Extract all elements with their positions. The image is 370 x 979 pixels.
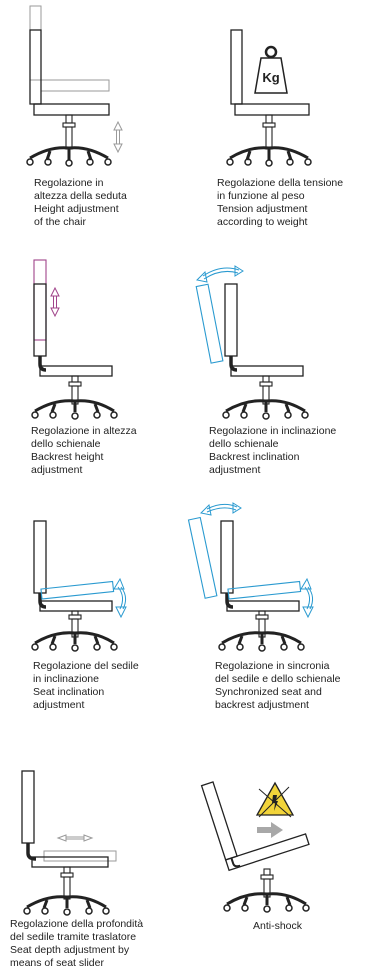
- backrest-inclination-diagram: Regolazione in inclinazione dello schien…: [185, 250, 370, 495]
- backrest-height-diagram: Regolazione in altezza dello schienale B…: [0, 250, 185, 495]
- caption-line: Tension adjustment: [217, 203, 308, 215]
- chair-seat-depth-icon: [21, 770, 117, 916]
- caption-line: adjustment: [31, 464, 83, 476]
- caption-line: Regolazione del sedile: [33, 660, 139, 672]
- caption-line: dello schienale: [209, 438, 279, 450]
- sync-backrest-arrow-icon: [199, 502, 242, 516]
- caption-line: Seat inclination: [33, 686, 105, 698]
- caption-line: del sedile tramite traslatore: [10, 931, 137, 943]
- backrest-incl-arrow-icon: [195, 265, 244, 283]
- chair-anti-shock-icon: [200, 781, 310, 913]
- weight-label: Kg: [262, 70, 279, 85]
- caption-line: in funzione al peso: [217, 190, 305, 202]
- caption-line: Regolazione in sincronia: [215, 660, 330, 672]
- caption-line: Regolazione della tensione: [217, 177, 344, 189]
- chair-tension-icon: Kg: [226, 29, 312, 167]
- caption-line: adjustment: [209, 464, 261, 476]
- caption-line: altezza della seduta: [34, 190, 127, 202]
- caption-line: Synchronized seat and: [215, 686, 322, 698]
- chair-height-icon: [26, 5, 123, 167]
- chair-backrest-height-icon: [31, 259, 118, 420]
- impact-arrow-icon: [257, 822, 283, 838]
- seat-depth-diagram: Regolazione della profondità del sedile …: [0, 765, 185, 979]
- caption-line: dello schienale: [31, 438, 101, 450]
- caption-line: Regolazione in: [34, 177, 104, 189]
- caption-line: of the chair: [34, 216, 86, 228]
- caption-line: Regolazione in inclinazione: [209, 425, 337, 437]
- chair-sync-icon: [187, 502, 314, 652]
- anti-shock-diagram: Anti-shock: [185, 765, 370, 979]
- tension-adjustment-diagram: Kg Regolazione della tensione in funzion…: [185, 0, 370, 245]
- caption-line: Seat depth adjustment by: [10, 944, 130, 956]
- caption-line: Regolazione della profondità: [10, 918, 144, 930]
- caption-line: according to weight: [217, 216, 308, 228]
- caption-line: in inclinazione: [33, 673, 99, 685]
- weight-icon: Kg: [254, 45, 288, 94]
- warning-triangle-icon: [255, 781, 295, 818]
- caption-line: Regolazione in altezza: [31, 425, 137, 437]
- chair-backrest-incl-icon: [195, 265, 309, 420]
- backrest-height-arrow-icon: [50, 286, 60, 318]
- height-adjustment-diagram: Regolazione in altezza della seduta Heig…: [0, 0, 185, 245]
- caption-line: Backrest height: [31, 451, 104, 463]
- height-arrow-icon: [113, 120, 123, 154]
- chair-seat-incl-icon: [31, 520, 127, 652]
- sync-seat-arrow-icon: [300, 577, 314, 619]
- synchronized-adjustment-diagram: Regolazione in sincronia del sedile e de…: [185, 502, 370, 750]
- caption-line: del sedile e dello schienale: [215, 673, 341, 685]
- caption-line: Height adjustment: [34, 203, 119, 215]
- caption-line: means of seat slider: [10, 957, 104, 969]
- caption-line: Backrest inclination: [209, 451, 300, 463]
- caption-line: Anti-shock: [252, 920, 303, 932]
- seat-incl-arrow-icon: [113, 577, 127, 619]
- caption-line: backrest adjustment: [215, 699, 309, 711]
- seat-inclination-diagram: Regolazione del sedile in inclinazione S…: [0, 505, 185, 750]
- caption-line: adjustment: [33, 699, 85, 711]
- seat-depth-arrow-icon: [56, 834, 94, 842]
